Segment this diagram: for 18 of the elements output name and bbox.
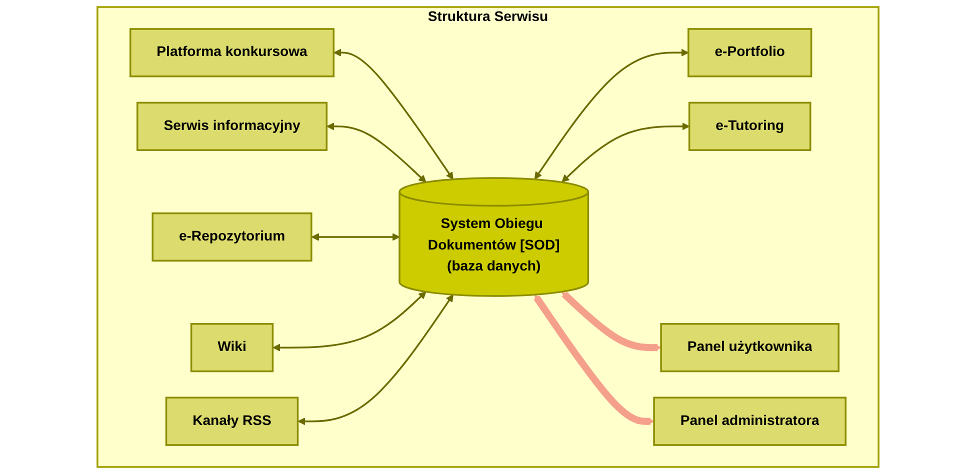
arrow [272,291,426,352]
node-box: Panel użytkownika [660,323,840,372]
node-box: e-Portfolio [688,28,812,78]
node-box: e-Tutoring [688,102,812,151]
node-box: Panel administratora [653,396,847,446]
arrow [562,292,662,352]
arrow [298,294,454,426]
node-box: Platforma konkursowa [129,28,335,78]
arrow [334,48,454,180]
arrow [311,233,400,241]
node-box: e-Repozytorium [152,212,312,262]
node-box: Wiki [190,323,274,372]
arrow [534,48,689,180]
arrow [326,122,426,183]
node-box: Serwis informacyjny [136,102,328,151]
arrow [562,122,690,182]
node-box: Kanały RSS [165,396,299,446]
arrow [534,294,654,426]
